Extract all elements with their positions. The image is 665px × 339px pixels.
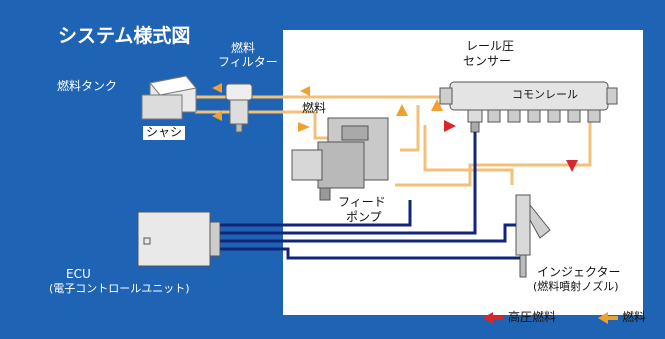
label-fuel-filter-line2: フィルター [218, 55, 278, 69]
legend-high-pressure-label: 高圧燃料 [508, 310, 557, 324]
label-fuel-inner: 燃料 [302, 101, 327, 115]
fuel-arrow-icon [212, 111, 222, 121]
fuel-arrow-icon [431, 99, 443, 111]
label-injector-line1: インジェクター [537, 265, 621, 279]
legend-high-pressure-arrow-icon [483, 312, 503, 324]
label-feed-pump-line2: ポンプ [346, 210, 382, 224]
high-pressure-arrow-icon [566, 160, 578, 172]
label-injector-line2: (燃料噴射ノズル) [533, 280, 619, 293]
ecu-icon [137, 211, 221, 267]
label-rail-sensor-line1: レール圧 [466, 39, 515, 53]
label-feed-pump-line1: フィード [338, 195, 386, 209]
label-rail-sensor-line2: センサー [463, 54, 512, 68]
legend-fuel-arrow-icon [598, 312, 618, 324]
injector-icon [515, 194, 551, 278]
fuel-tank-icon [141, 75, 197, 120]
label-ecu-line1: ECU [66, 267, 91, 281]
fuel-filter-icon [225, 83, 253, 133]
wiring [220, 132, 520, 260]
label-ecu-line2: (電子コントロールユニット) [49, 282, 190, 295]
fuel-arrows [212, 83, 443, 132]
label-chassis: シャシ [143, 125, 186, 140]
legend-fuel-label: 燃料 [622, 310, 647, 324]
fuel-arrow-icon [300, 86, 310, 96]
supply-pump-icon [291, 117, 389, 201]
legend-markers [483, 312, 618, 324]
fuel-arrow-icon [298, 122, 310, 132]
diagram-title: システム様式図 [58, 25, 191, 47]
high-pressure-arrow-icon [444, 120, 456, 132]
common-rail-icon [439, 81, 618, 123]
label-fuel-filter-line1: 燃料 [231, 41, 256, 55]
fuel-arrow-icon [212, 83, 222, 93]
label-common-rail: コモンレール [512, 88, 578, 101]
high-pressure-arrows [444, 120, 578, 172]
label-fuel-tank: 燃料タンク [57, 79, 118, 93]
fuel-arrow-icon [396, 104, 408, 116]
